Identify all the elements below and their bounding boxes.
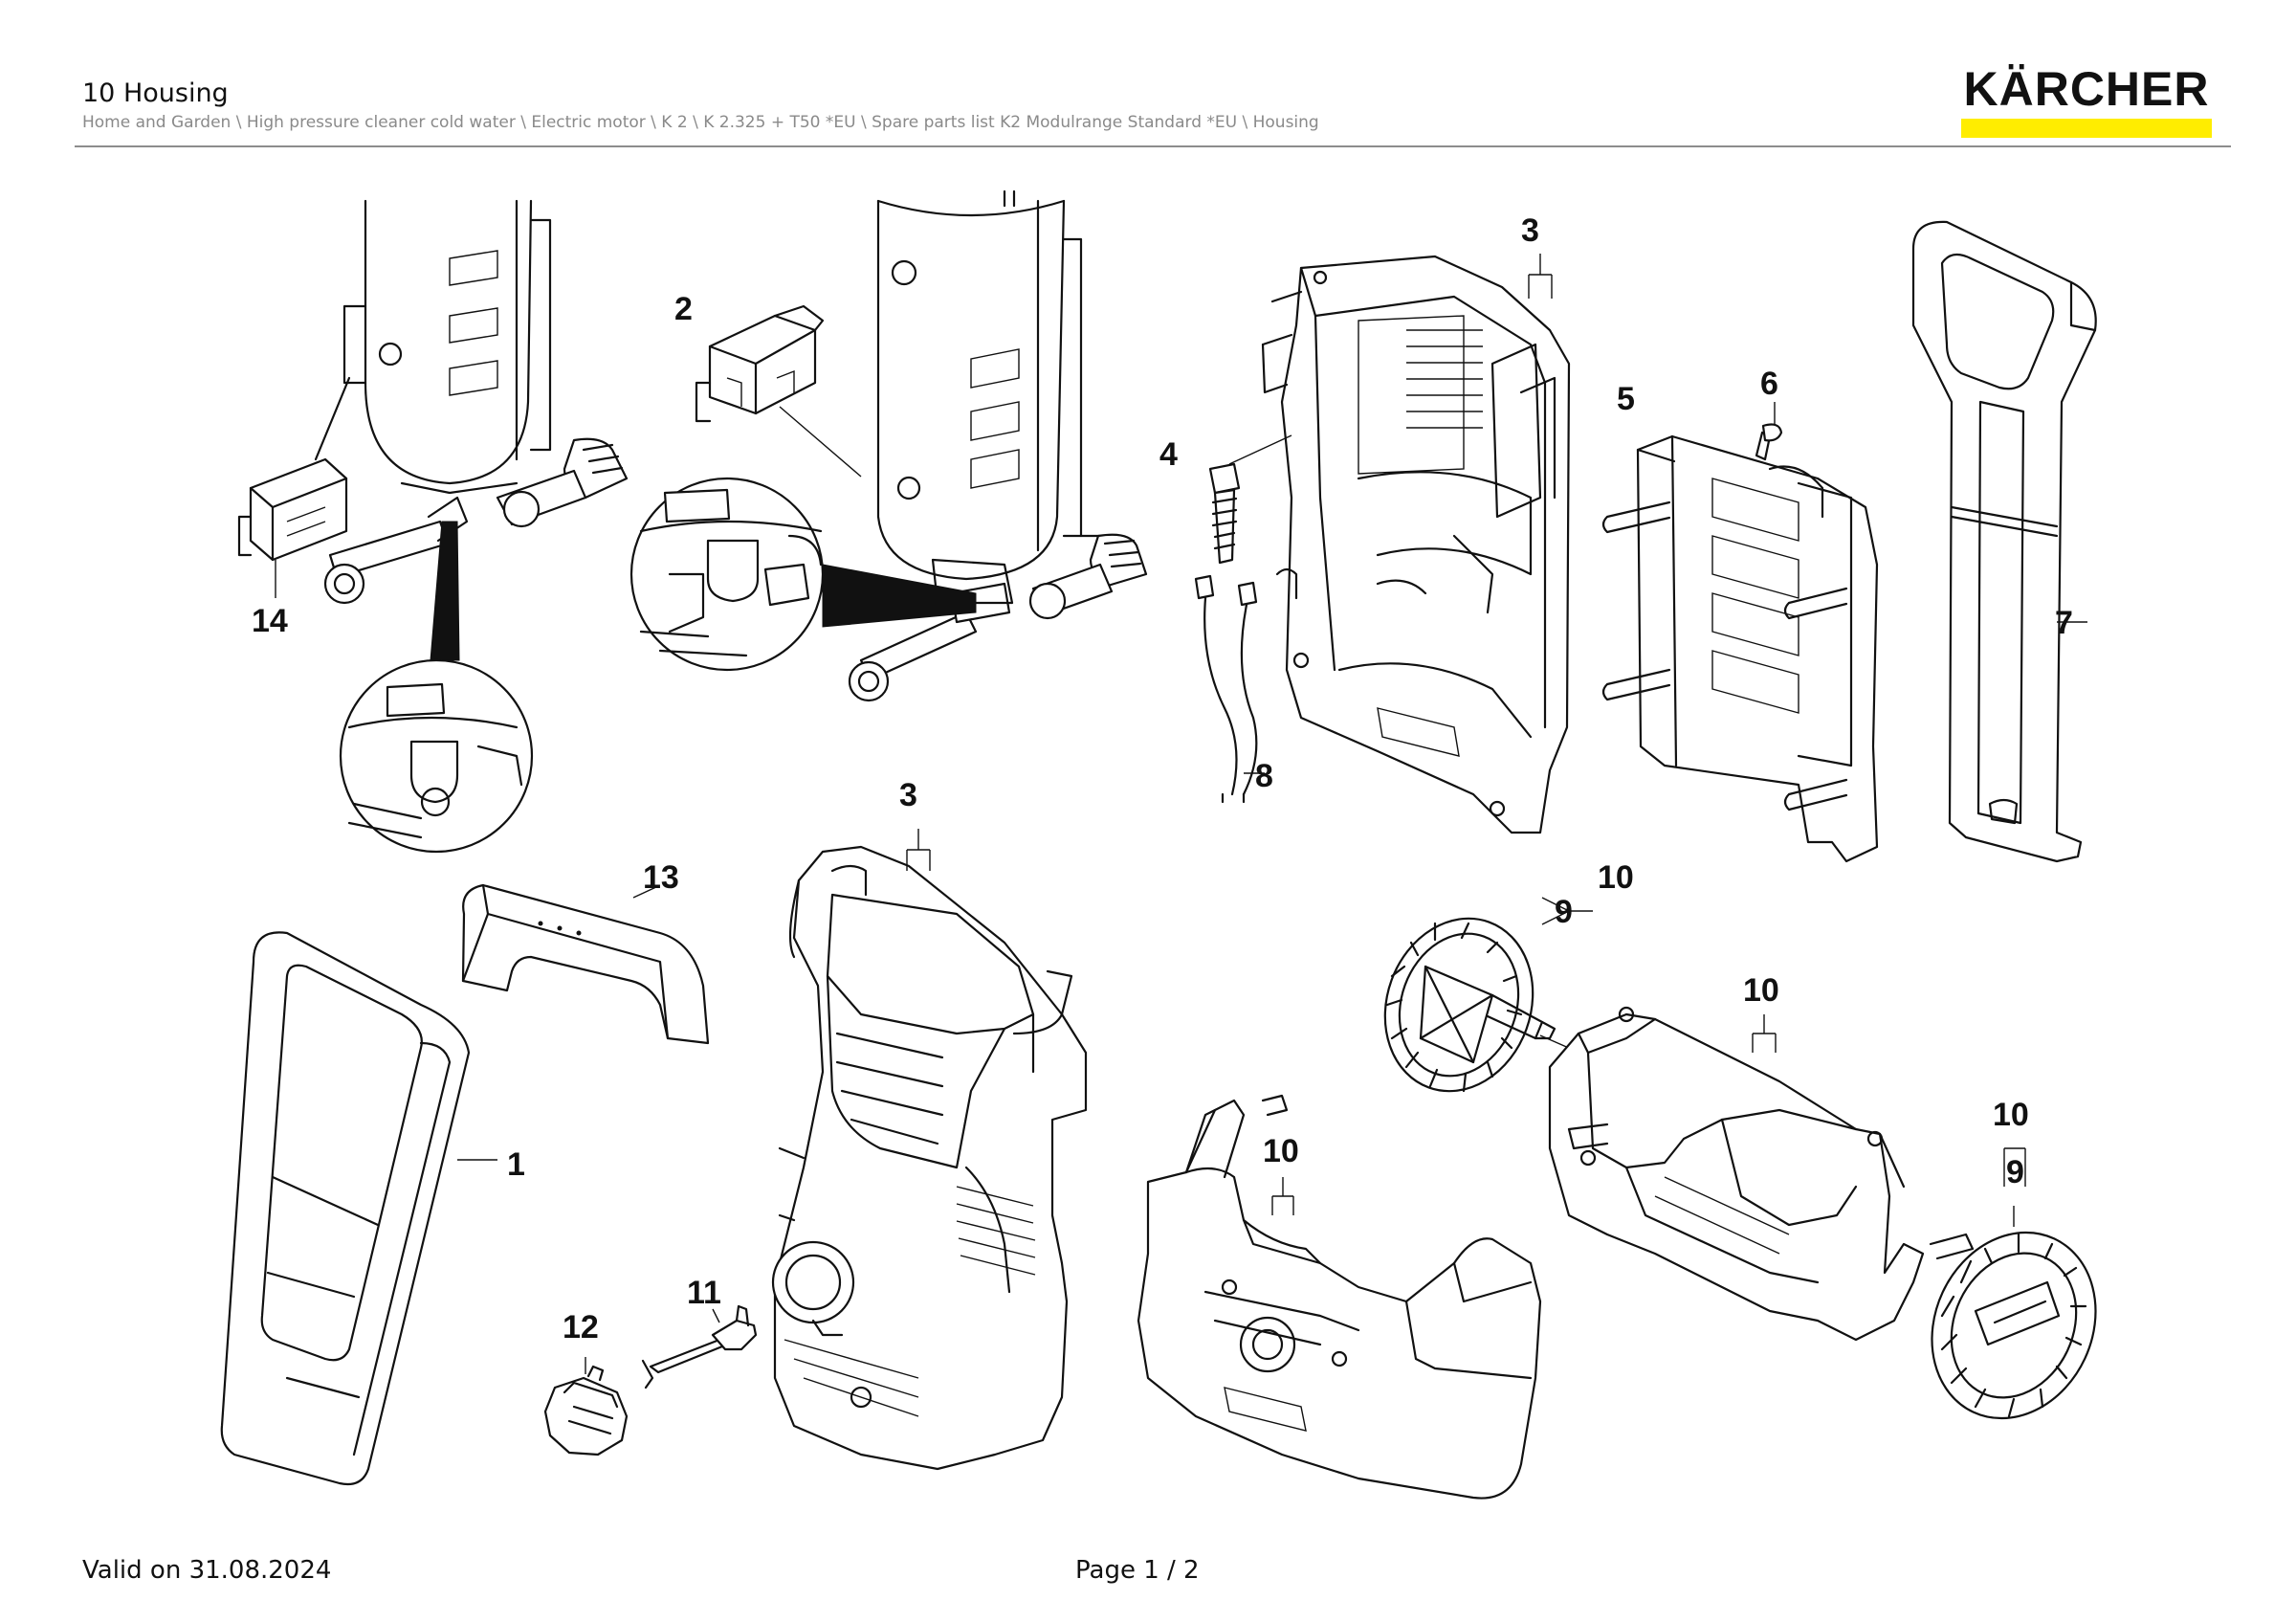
brand-logo-text: KÄRCHER [1963,62,2210,116]
callout-2: 2 [674,291,693,327]
cable-8 [1194,574,1265,804]
rear-housing-3-upper [1261,255,1571,834]
motor-mount-5 [1601,434,1879,863]
callout-14: 14 [252,603,288,639]
detail-circle-left [339,521,534,854]
breadcrumb: Home and Garden \ High pressure cleaner … [82,113,1319,132]
callout-7: 7 [2055,605,2073,641]
connector-block-14 [237,376,351,598]
wheel-9-left [1383,917,1594,1093]
switch-module-2 [695,304,862,478]
brand-logo: KÄRCHER [1961,63,2212,138]
callout-5: 5 [1617,381,1635,417]
base-frame-10-right [1548,1006,1925,1342]
callout-brackets [906,254,2026,1215]
wheel-9-right [1929,1206,2097,1420]
pump-body-left [323,199,629,605]
callout-1: 1 [507,1146,525,1183]
base-frame-10-left [1137,1094,1542,1500]
brand-logo-bar [1961,119,2212,138]
callout-8: 8 [1255,758,1273,794]
callout-10-b: 10 [1743,972,1779,1009]
handle-insert-13 [461,883,710,1045]
callout-3-lower: 3 [899,777,917,813]
cover-1 [220,931,497,1486]
screw-4 [1208,434,1292,565]
callout-10-a: 10 [1598,859,1634,896]
callout-12: 12 [563,1309,599,1345]
handle-7 [1911,220,2097,863]
header-divider [75,145,2231,147]
callout-4: 4 [1159,436,1178,473]
knob-12 [543,1357,629,1456]
callout-13: 13 [643,859,679,896]
detail-circle-centre [629,477,977,672]
callout-3-upper: 3 [1521,212,1539,249]
callout-10-c: 10 [1263,1133,1299,1169]
pin-11 [641,1304,758,1390]
callout-11: 11 [687,1275,721,1311]
pump-body-centre [848,189,1148,702]
callout-6: 6 [1760,366,1778,402]
front-housing-3-lower [771,845,1088,1471]
callout-9-left: 9 [1555,894,1573,930]
footer-valid-date: Valid on 31.08.2024 [82,1556,332,1585]
screw-6 [1755,402,1783,461]
footer-page-number: Page 1 / 2 [1075,1556,1200,1585]
callout-9-right: 9 [2006,1154,2024,1190]
callout-10-d: 10 [1993,1097,2029,1133]
page-title: 10 Housing [82,78,229,108]
